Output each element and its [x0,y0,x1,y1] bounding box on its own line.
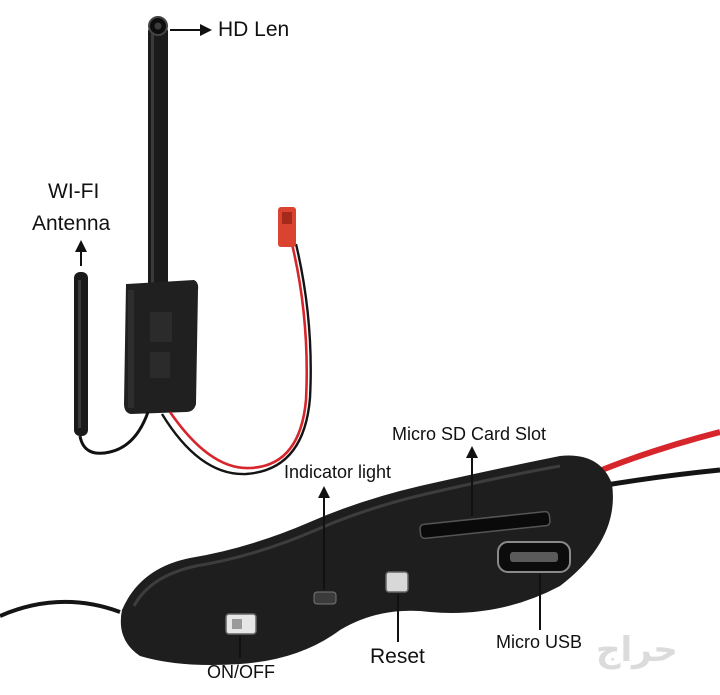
camera-ribbon-highlight [151,34,154,284]
lower-battery-black-wire [599,467,720,489]
upper-board [124,280,199,414]
upper-battery-wires [160,207,312,476]
battery-connector-slot [282,212,292,224]
wifi-antenna-arrowhead [75,240,87,252]
on-off-switch-knob [232,619,242,629]
label-on-off: ON/OFF [207,662,275,682]
upper-board-chip [150,312,172,342]
lower-board-body [120,455,613,665]
watermark-logo: حراج [596,630,678,670]
label-wifi-antenna-line2: Antenna [32,212,111,235]
upper-red-wire [168,243,309,470]
indicator-light [313,591,337,605]
hd-len-arrowhead [200,24,212,36]
micro-sd-card-slot [419,510,551,540]
wifi-antenna-highlight [78,280,81,428]
lower-battery-red-wire [590,429,720,477]
reset-button [385,571,409,593]
lower-wire-black [0,600,121,618]
label-micro-sd-card-slot: Micro SD Card Slot [392,424,547,444]
camera-ribbon-assembly [148,16,212,290]
antenna-cable [78,411,150,455]
micro-usb-inner [510,552,558,562]
label-reset: Reset [370,645,425,668]
indicator-arrowhead [318,486,330,498]
lower-board-top-edge [132,464,561,607]
sd-slot-arrowhead [466,446,478,458]
upper-board-edge [128,290,134,408]
hd-lens-glass [154,22,162,30]
label-hd-len: HD Len [218,18,290,41]
label-indicator-light: Indicator light [284,462,392,482]
upper-board-chip2 [150,352,170,378]
upper-black-wire [160,243,312,476]
label-wifi-antenna-line1: WI-FI [48,180,100,203]
label-micro-usb: Micro USB [496,632,583,652]
wifi-antenna-assembly [74,240,150,455]
lower-module [0,429,720,665]
upper-board-body [124,280,199,414]
